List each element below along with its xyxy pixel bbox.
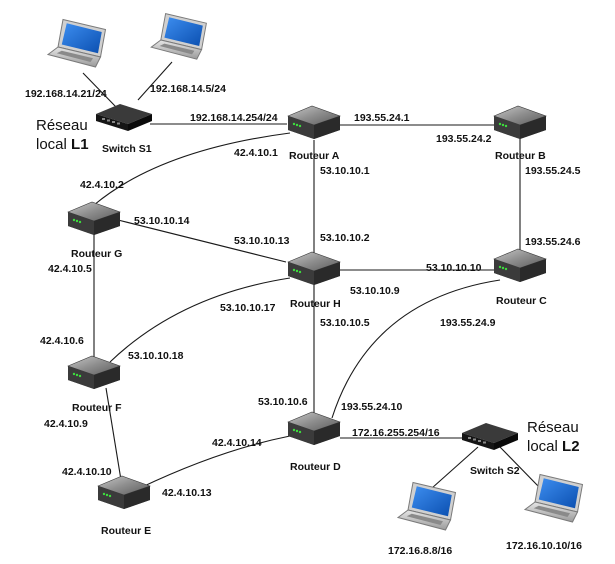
- addr-h-f: 53.10.10.17: [220, 302, 276, 314]
- network-l1-line1: Réseau: [36, 117, 88, 134]
- switch-s2-label: Switch S2: [470, 465, 520, 477]
- link-h-f: [109, 277, 291, 363]
- network-l2-line1: Réseau: [527, 419, 579, 436]
- addr-e-d: 42.4.10.13: [162, 487, 212, 499]
- link-s2-pc4: [499, 446, 541, 489]
- addr-f-g: 42.4.10.6: [40, 335, 84, 347]
- addr-h-c: 53.10.10.9: [350, 285, 400, 297]
- addr-c-h: 53.10.10.10: [426, 262, 482, 274]
- addr-d-c: 193.55.24.10: [341, 401, 402, 413]
- link-pc2-s1: [137, 61, 173, 101]
- host-pc3-address: 172.16.8.8/16: [388, 545, 452, 557]
- router-f-label: Routeur F: [72, 402, 122, 414]
- addr-e-f: 42.4.10.10: [62, 466, 112, 478]
- addr-b-c: 193.55.24.5: [525, 165, 581, 177]
- router-g-label: Routeur G: [71, 248, 122, 260]
- router-e-icon: [97, 475, 151, 510]
- switch-s1-icon: [96, 104, 152, 131]
- addr-h-g: 53.10.10.13: [234, 235, 290, 247]
- laptop-pc3-icon: [397, 481, 457, 531]
- laptop-pc1-icon: [47, 18, 107, 68]
- addr-c-d: 193.55.24.9: [440, 317, 496, 329]
- addr-h-d: 53.10.10.5: [320, 317, 370, 329]
- link-f-e: [105, 387, 122, 481]
- network-l2-line2: local L2: [527, 438, 580, 455]
- addr-a-b: 193.55.24.1: [354, 112, 410, 124]
- addr-f-e: 42.4.10.9: [44, 418, 88, 430]
- addr-a-h: 53.10.10.1: [320, 165, 370, 177]
- addr-g-a: 42.4.10.2: [80, 179, 124, 191]
- laptop-pc2-icon: [150, 12, 207, 60]
- router-b-icon: [493, 105, 547, 140]
- link-pc1-s1: [82, 72, 118, 109]
- link-g-h: [117, 219, 287, 263]
- router-a-icon: [287, 105, 341, 140]
- router-c-icon: [493, 248, 547, 283]
- router-h-icon: [287, 251, 341, 286]
- switch-s1-label: Switch S1: [102, 143, 152, 155]
- host-pc4-address: 172.16.10.10/16: [506, 540, 582, 552]
- addr-g-f: 42.4.10.5: [48, 263, 92, 275]
- router-a-label: Routeur A: [289, 150, 340, 162]
- router-h-label: Routeur H: [290, 298, 341, 310]
- addr-d-s2: 172.16.255.254/16: [352, 427, 440, 439]
- router-b-label: Routeur B: [495, 150, 546, 162]
- addr-c-b: 193.55.24.6: [525, 236, 581, 248]
- addr-h-a: 53.10.10.2: [320, 232, 370, 244]
- addr-s1-a: 192.168.14.254/24: [190, 112, 278, 124]
- addr-a-g: 42.4.10.1: [234, 147, 278, 159]
- link-a-g: [93, 132, 291, 206]
- link-s2-pc3: [431, 446, 479, 489]
- switch-s2-icon: [462, 423, 518, 450]
- router-g-icon: [67, 201, 121, 236]
- host-pc1-address: 192.168.14.21/24: [25, 88, 107, 100]
- addr-g-h: 53.10.10.14: [134, 215, 190, 227]
- router-f-icon: [67, 355, 121, 390]
- router-c-label: Routeur C: [496, 295, 547, 307]
- addr-d-e: 42.4.10.14: [212, 437, 262, 449]
- addr-d-h: 53.10.10.6: [258, 396, 308, 408]
- link-e-d: [139, 435, 291, 489]
- router-e-label: Routeur E: [101, 525, 151, 537]
- addr-b-a: 193.55.24.2: [436, 133, 492, 145]
- router-d-label: Routeur D: [290, 461, 341, 473]
- links: [82, 61, 541, 489]
- network-l1-line2: local L1: [36, 136, 89, 153]
- link-c-d: [331, 279, 501, 419]
- addr-f-h: 53.10.10.18: [128, 350, 184, 362]
- host-pc2-address: 192.168.14.5/24: [150, 83, 226, 95]
